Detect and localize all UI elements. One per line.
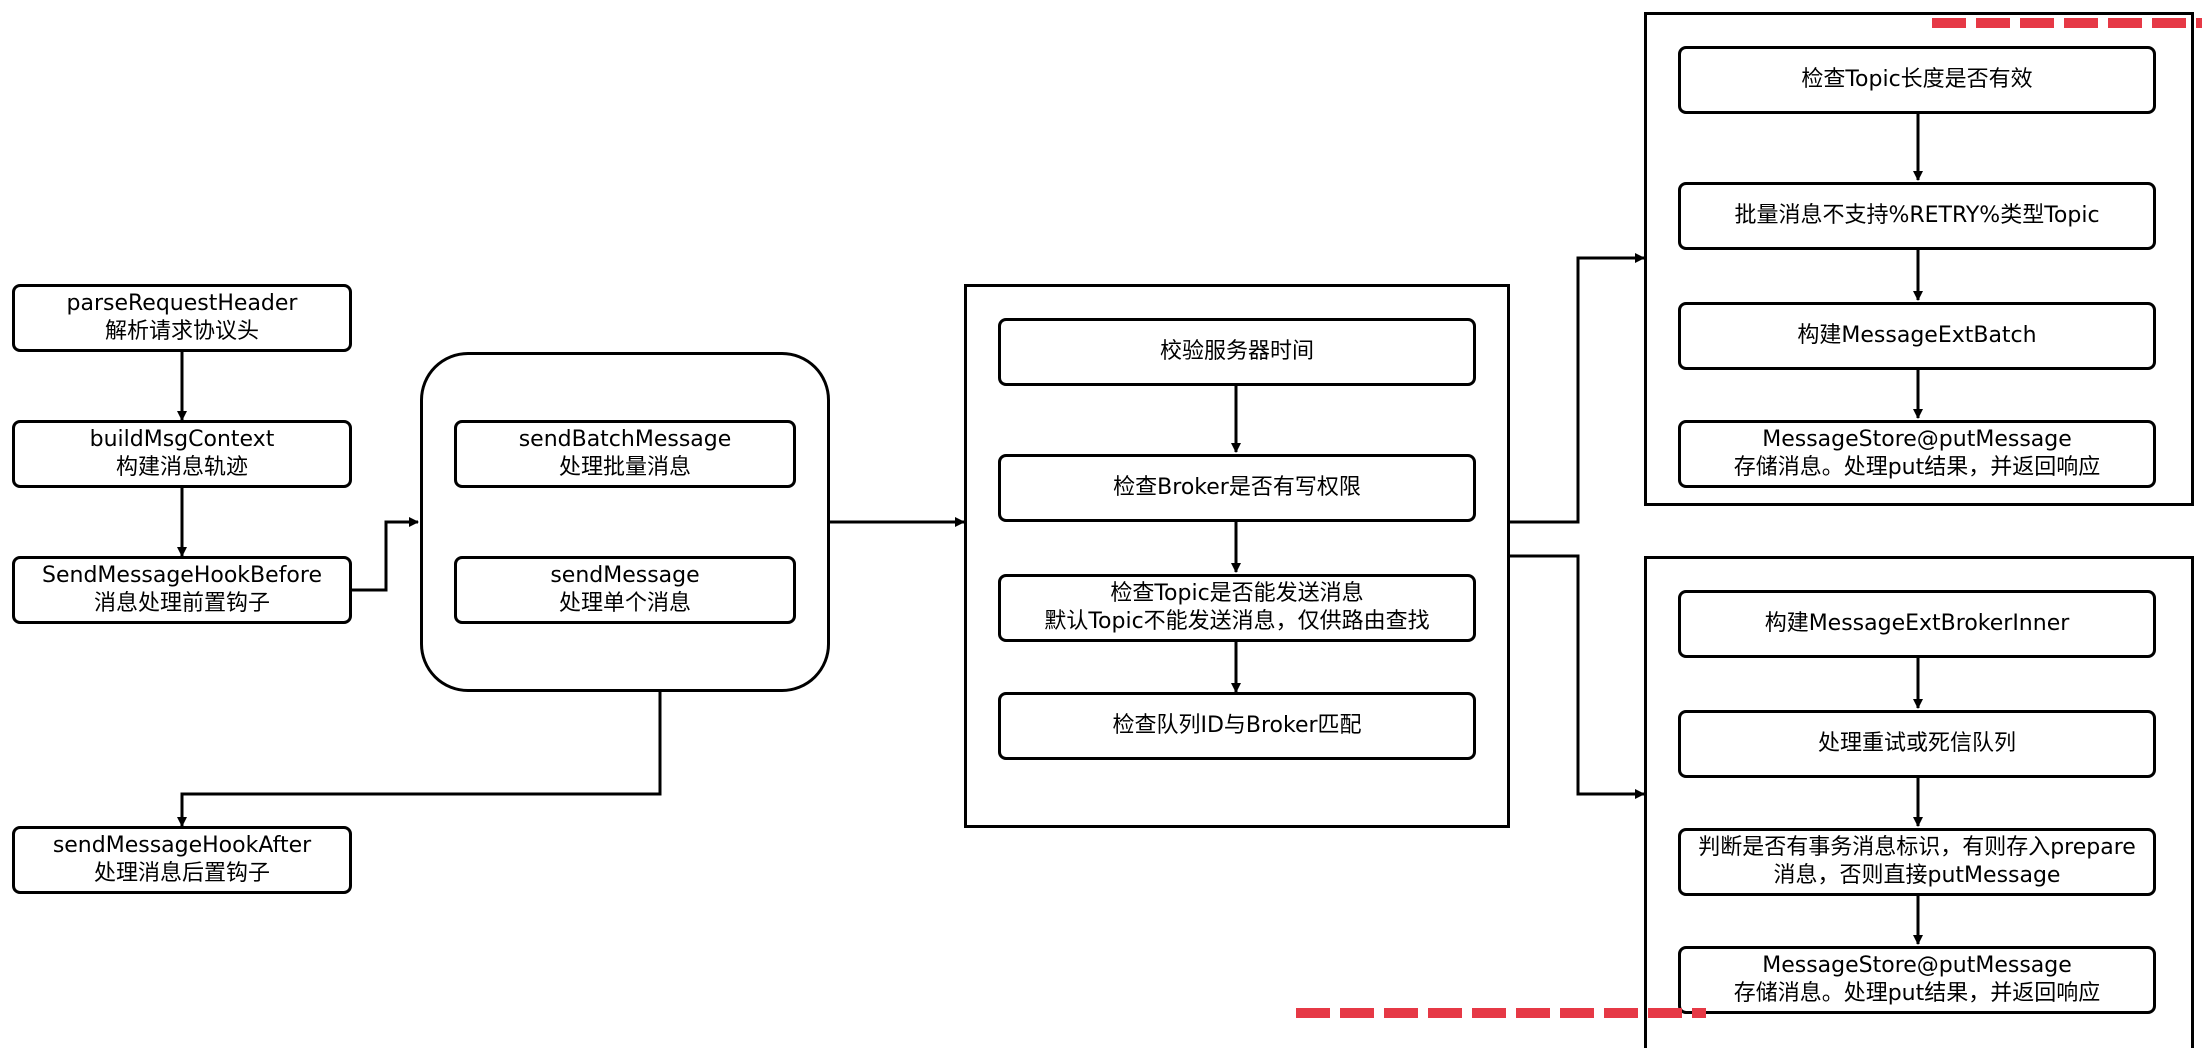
check-topic-send-note: 默认Topic不能发送消息，仅供路由查找 xyxy=(1044,609,1430,634)
hook-after-method: sendMessageHookAfter xyxy=(52,833,312,858)
check-topic-send-step: 检查Topic是否能发送消息 默认Topic不能发送消息，仅供路由查找 xyxy=(998,574,1476,642)
build-msg-context-desc: 构建消息轨迹 xyxy=(115,455,248,480)
single-put-message-desc: 存储消息。处理put结果，并返回响应 xyxy=(1733,981,2101,1006)
batch-no-retry-step: 批量消息不支持%RETRY%类型Topic xyxy=(1678,182,2156,250)
send-message-step: sendMessage 处理单个消息 xyxy=(454,556,796,624)
check-queue-id-label: 检查队列ID与Broker匹配 xyxy=(1112,713,1362,738)
hook-before-desc: 消息处理前置钩子 xyxy=(93,591,270,616)
hook-after-step: sendMessageHookAfter 处理消息后置钩子 xyxy=(12,826,352,894)
retry-dlq-step: 处理重试或死信队列 xyxy=(1678,710,2156,778)
parse-request-header-method: parseRequestHeader xyxy=(66,291,298,316)
send-batch-message-step: sendBatchMessage 处理批量消息 xyxy=(454,420,796,488)
send-batch-message-desc: 处理批量消息 xyxy=(558,455,691,480)
transaction-check-line1: 判断是否有事务消息标识，有则存入prepare xyxy=(1698,835,2136,860)
hook-before-method: SendMessageHookBefore xyxy=(42,563,322,588)
send-message-method: sendMessage xyxy=(550,563,700,588)
batch-put-message-method: MessageStore@putMessage xyxy=(1762,427,2072,452)
batch-put-message-desc: 存储消息。处理put结果，并返回响应 xyxy=(1733,455,2101,480)
parse-request-header-step: parseRequestHeader 解析请求协议头 xyxy=(12,284,352,352)
check-topic-length-step: 检查Topic长度是否有效 xyxy=(1678,46,2156,114)
hook-after-desc: 处理消息后置钩子 xyxy=(93,861,270,886)
check-broker-write-label: 检查Broker是否有写权限 xyxy=(1113,475,1361,500)
check-server-time-step: 校验服务器时间 xyxy=(998,318,1476,386)
watermark-bottom xyxy=(1296,1008,1706,1018)
single-branch-container xyxy=(1644,556,2194,1048)
send-batch-message-method: sendBatchMessage xyxy=(518,427,732,452)
build-msg-context-method: buildMsgContext xyxy=(89,427,275,452)
build-msg-context-step: buildMsgContext 构建消息轨迹 xyxy=(12,420,352,488)
arrow-hookbefore-to-dispatch xyxy=(352,517,419,592)
transaction-check-step: 判断是否有事务消息标识，有则存入prepare 消息，否则直接putMessag… xyxy=(1678,828,2156,896)
check-queue-id-step: 检查队列ID与Broker匹配 xyxy=(998,692,1476,760)
single-put-message-method: MessageStore@putMessage xyxy=(1762,953,2072,978)
batch-put-message-step: MessageStore@putMessage 存储消息。处理put结果，并返回… xyxy=(1678,420,2156,488)
build-message-ext-batch-label: 构建MessageExtBatch xyxy=(1797,323,2037,348)
arrow-checks-to-batch-branch xyxy=(1510,253,1645,524)
hook-before-step: SendMessageHookBefore 消息处理前置钩子 xyxy=(12,556,352,624)
build-message-ext-broker-inner-label: 构建MessageExtBrokerInner xyxy=(1764,611,2070,636)
check-topic-length-label: 检查Topic长度是否有效 xyxy=(1801,67,2033,92)
retry-dlq-label: 处理重试或死信队列 xyxy=(1817,731,2016,756)
transaction-check-line2: 消息，否则直接putMessage xyxy=(1773,863,2061,888)
build-message-ext-batch-step: 构建MessageExtBatch xyxy=(1678,302,2156,370)
send-message-desc: 处理单个消息 xyxy=(558,591,691,616)
single-put-message-step: MessageStore@putMessage 存储消息。处理put结果，并返回… xyxy=(1678,946,2156,1014)
check-topic-send-label: 检查Topic是否能发送消息 xyxy=(1110,581,1364,606)
watermark-top xyxy=(1932,18,2202,28)
arrow-dispatch-to-hookafter xyxy=(177,692,662,827)
dispatch-container xyxy=(420,352,830,692)
check-server-time-label: 校验服务器时间 xyxy=(1159,339,1314,364)
arrow-checks-to-single-branch xyxy=(1510,554,1645,799)
checks-container xyxy=(964,284,1510,828)
batch-no-retry-label: 批量消息不支持%RETRY%类型Topic xyxy=(1734,203,2100,228)
build-message-ext-broker-inner-step: 构建MessageExtBrokerInner xyxy=(1678,590,2156,658)
batch-branch-container xyxy=(1644,12,2194,506)
parse-request-header-desc: 解析请求协议头 xyxy=(104,319,259,344)
check-broker-write-step: 检查Broker是否有写权限 xyxy=(998,454,1476,522)
